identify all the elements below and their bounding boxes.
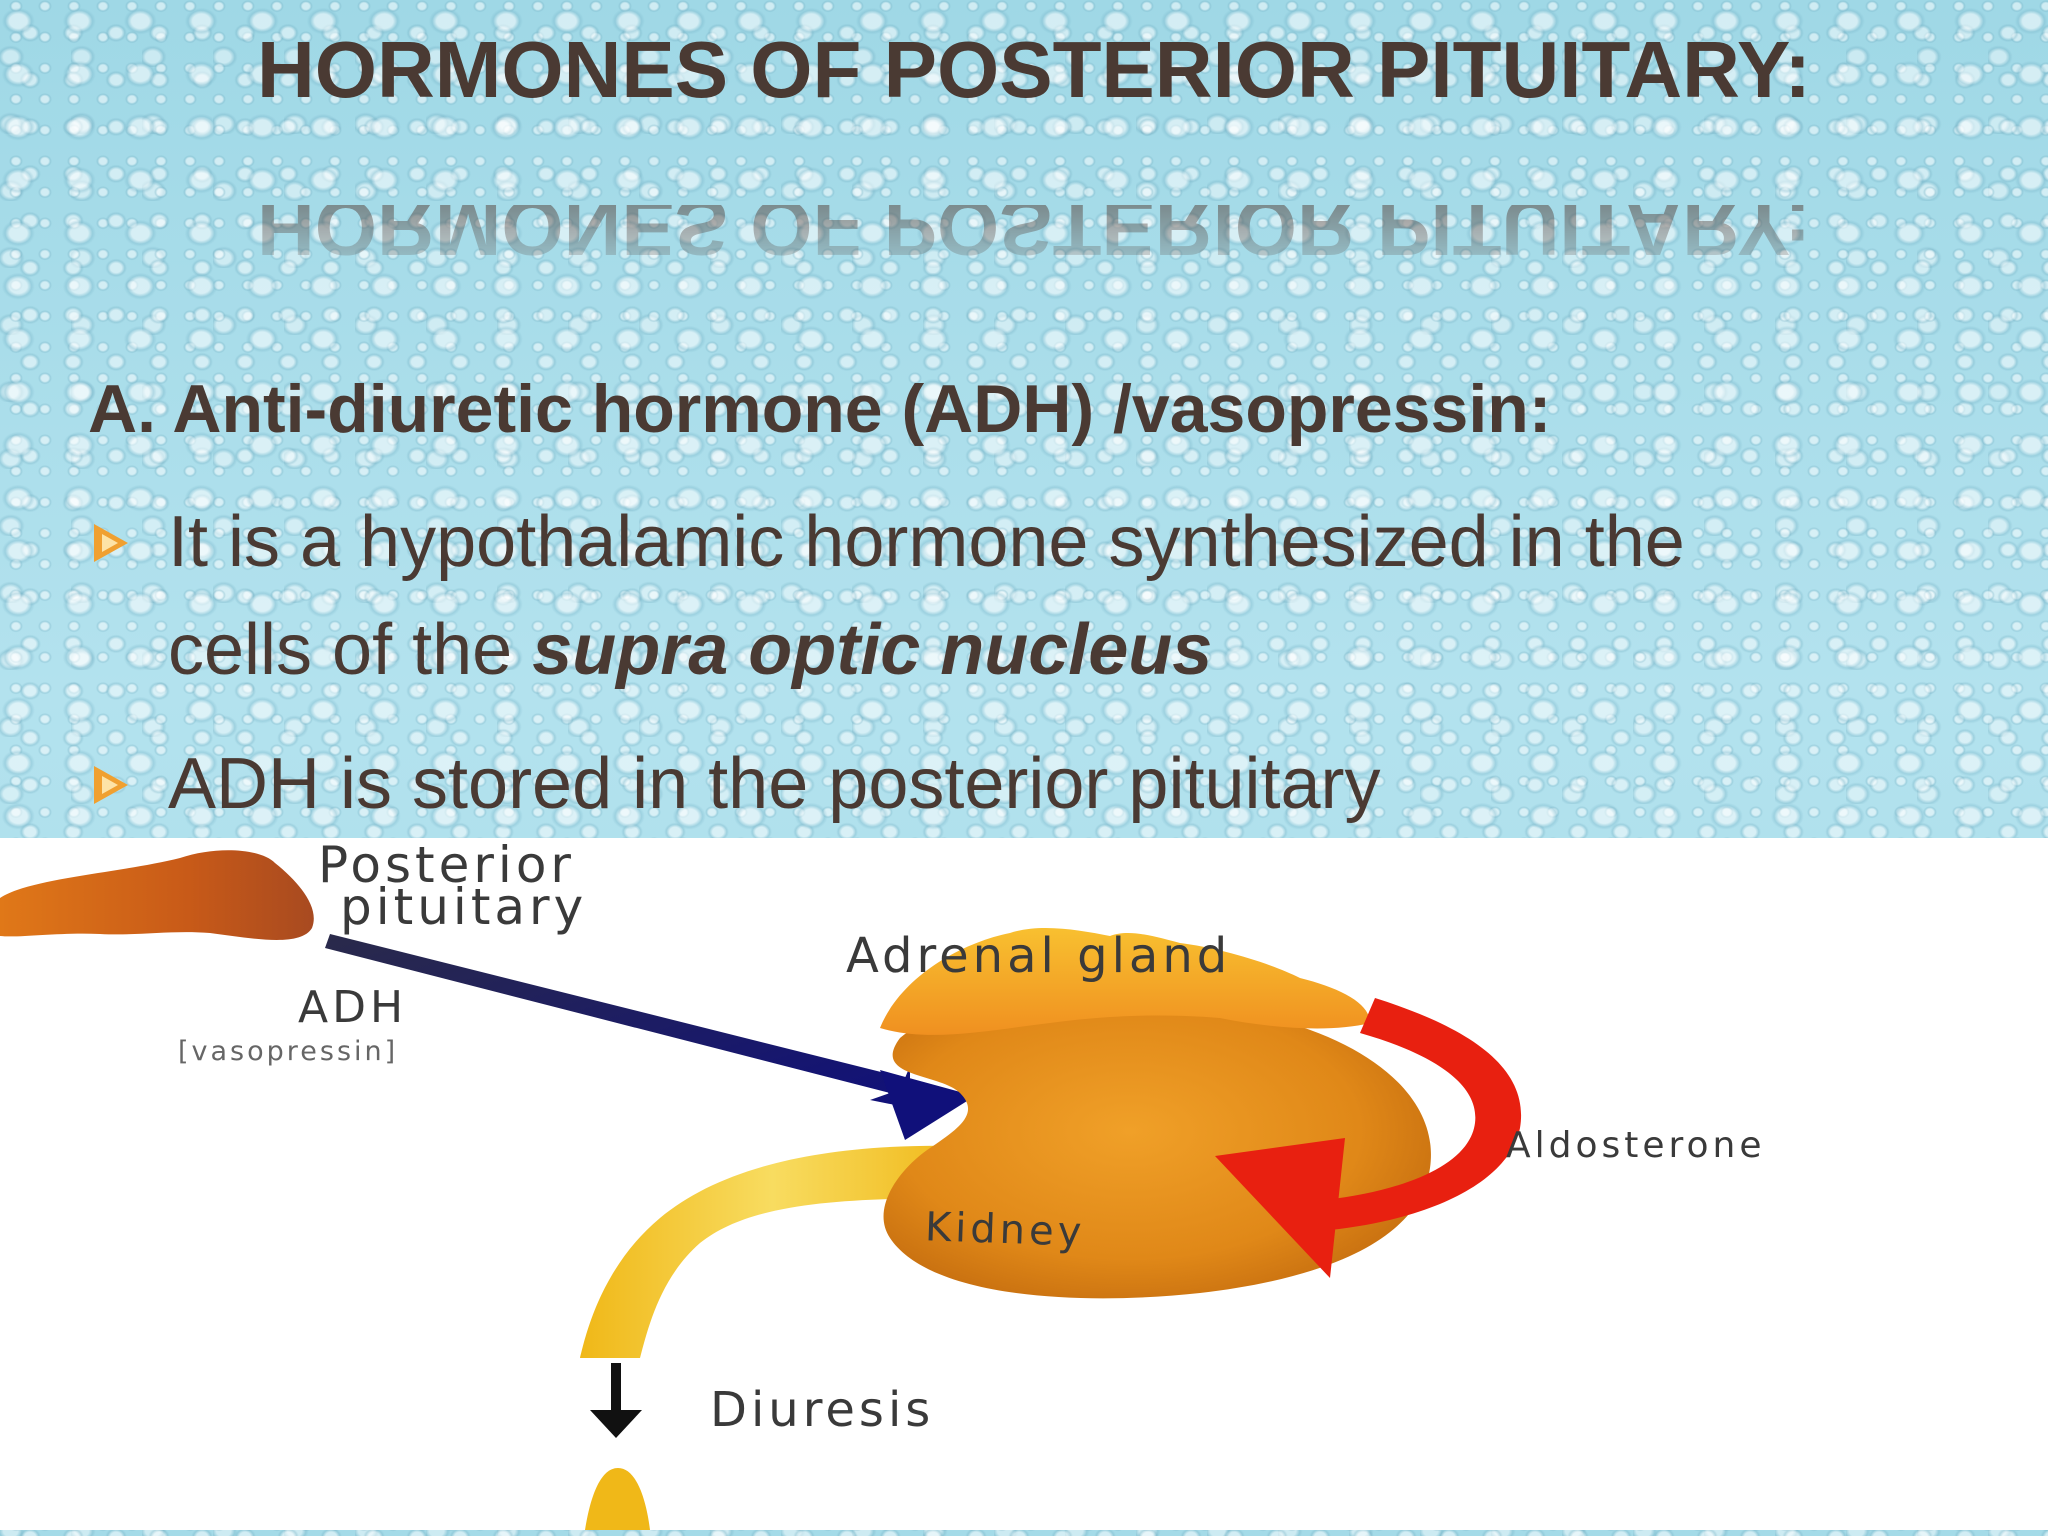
aldosterone-arrow-head (1215, 1138, 1345, 1278)
urine-drop-icon (585, 1468, 650, 1530)
bullet-1-line-1: It is a hypothalamic hormone synthesized… (168, 502, 1685, 582)
label-aldosterone: Aldosterone (1506, 1125, 1766, 1166)
bullet-1-emphasis: supra optic nucleus (532, 610, 1213, 690)
kidney-shape (883, 994, 1431, 1299)
diuresis-arrow-head (590, 1410, 642, 1438)
adrenal-gland-shape (880, 927, 1370, 1035)
slide-title-reflection-text: HORMONES OF POSTERIOR PITUITARY: (256, 205, 1812, 272)
adh-kidney-diagram: Posterior pituitary ADH [vasopressin] Ad… (0, 838, 2048, 1530)
label-adrenal-gland: Adrenal gland (846, 928, 1232, 984)
urine-flow-tube (580, 1145, 965, 1358)
slide-title: HORMONES OF POSTERIOR PITUITARY: (256, 25, 1812, 114)
section-heading: A. Anti-diuretic hormone (ADH) /vasopres… (88, 371, 1552, 447)
bullet-1-line-2-prefix: cells of the (168, 610, 533, 690)
adh-arrow-shaft (325, 934, 910, 1108)
label-kidney: Kidney (924, 1204, 1087, 1256)
label-posterior: Posterior (318, 838, 575, 894)
label-vasopressin: [vasopressin] (178, 1036, 399, 1067)
bullet-1-line-2: cells of the supra optic nucleus (168, 596, 1212, 704)
slide-title-reflection: HORMONES OF POSTERIOR PITUITARY: (0, 205, 2048, 275)
bullet-2-line-1: ADH is stored in the posterior pituitary (168, 744, 1381, 824)
adh-arrow-head (880, 1070, 975, 1140)
label-adh: ADH (298, 982, 408, 1033)
arrow-bullet-icon (94, 766, 128, 804)
posterior-pituitary-shape (0, 850, 314, 940)
aldosterone-arrow-shaft (1325, 998, 1522, 1230)
diagram-graphics (0, 850, 1522, 1530)
label-pituitary: pituitary (340, 878, 588, 936)
arrow-bullet-icon (94, 524, 128, 562)
label-diuresis: Diuresis (710, 1382, 935, 1438)
diuresis-arrow-shaft (611, 1363, 621, 1418)
